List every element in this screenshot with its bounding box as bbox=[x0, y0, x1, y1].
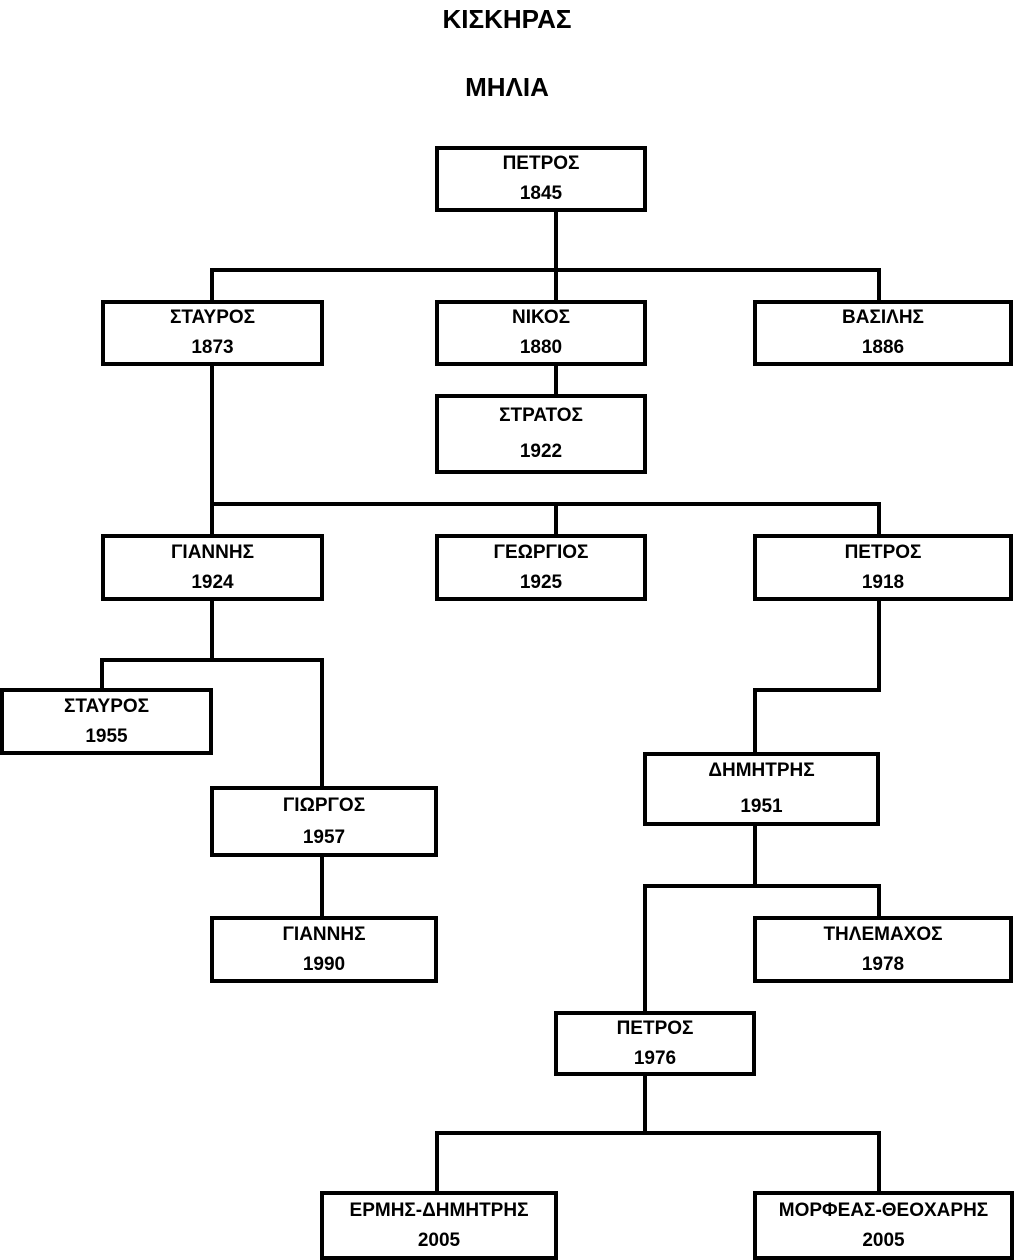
person-box-stavros-1955: ΣΤΑΥΡΟΣ 1955 bbox=[0, 688, 213, 755]
person-year: 1922 bbox=[519, 441, 563, 462]
person-box-giannis-1990: ΓΙΑΝΝΗΣ 1990 bbox=[210, 916, 438, 983]
person-name: ΓΙΑΝΝΗΣ bbox=[171, 541, 254, 563]
person-year: 1957 bbox=[302, 826, 346, 848]
person-box-giannis-1924: ΓΙΑΝΝΗΣ 1924 bbox=[101, 534, 324, 601]
person-name: ΣΤΑΥΡΟΣ bbox=[169, 307, 256, 328]
person-name: ΠΕΤΡΟΣ bbox=[502, 153, 580, 174]
person-name: ΤΗΛΕΜΑΧΟΣ bbox=[823, 923, 943, 945]
person-year: 2005 bbox=[417, 1229, 461, 1251]
person-name: ΣΤΡΑΤΟΣ bbox=[499, 405, 583, 426]
person-year: 1886 bbox=[861, 337, 905, 358]
person-year: 1990 bbox=[302, 953, 346, 975]
person-box-vasilis-1886: ΒΑΣΙΛΗΣ 1886 bbox=[753, 300, 1013, 366]
person-year: 1873 bbox=[191, 337, 234, 358]
person-name: ΜΟΡΦΕΑΣ-ΘΕΟΧΑΡΗΣ bbox=[778, 1199, 989, 1221]
person-box-dimitris-1951: ΔΗΜΗΤΡΗΣ 1951 bbox=[643, 752, 880, 826]
person-name: ΓΙΩΡΓΟΣ bbox=[282, 794, 366, 816]
person-name: ΕΡΜΗΣ-ΔΗΜΗΤΡΗΣ bbox=[349, 1199, 529, 1221]
person-year: 1845 bbox=[519, 183, 563, 204]
person-year: 1955 bbox=[85, 725, 128, 747]
person-name: ΓΕΩΡΓΙΟΣ bbox=[493, 541, 589, 563]
person-name: ΣΤΑΥΡΟΣ bbox=[63, 695, 150, 717]
connector-dimitris bbox=[643, 823, 881, 1015]
person-box-tilemachos-1978: ΤΗΛΕΜΑΧΟΣ 1978 bbox=[753, 916, 1013, 983]
person-year: 1925 bbox=[519, 571, 563, 593]
connector-petros-1976 bbox=[435, 1073, 881, 1195]
person-year: 1978 bbox=[861, 953, 905, 975]
person-year: 1951 bbox=[740, 796, 783, 817]
person-box-petros-1918: ΠΕΤΡΟΣ 1918 bbox=[753, 534, 1013, 601]
person-year: 2005 bbox=[862, 1229, 905, 1251]
connector-giannis-1924 bbox=[100, 598, 324, 790]
person-year: 1924 bbox=[191, 571, 234, 593]
person-year: 1976 bbox=[633, 1047, 677, 1069]
person-name: ΠΕΤΡΟΣ bbox=[616, 1017, 694, 1039]
person-box-giorgos-1957: ΓΙΩΡΓΟΣ 1957 bbox=[210, 786, 438, 857]
person-box-georgios-1925: ΓΕΩΡΓΙΟΣ 1925 bbox=[435, 534, 647, 601]
connector-petros-1918 bbox=[753, 598, 881, 756]
person-name: ΒΑΣΙΛΗΣ bbox=[842, 307, 924, 328]
person-box-petros-1976: ΠΕΤΡΟΣ 1976 bbox=[554, 1011, 756, 1076]
connector-stavros-1873 bbox=[210, 363, 881, 538]
connector-root bbox=[210, 209, 881, 304]
person-box-stavros-1873: ΣΤΑΥΡΟΣ 1873 bbox=[101, 300, 324, 366]
person-name: ΠΕΤΡΟΣ bbox=[844, 541, 922, 563]
person-name: ΓΙΑΝΝΗΣ bbox=[282, 923, 366, 945]
person-year: 1918 bbox=[861, 571, 905, 593]
person-box-stratos-1922: ΣΤΡΑΤΟΣ 1922 bbox=[435, 394, 647, 474]
person-box-morfeas-theocharis-2005: ΜΟΡΦΕΑΣ-ΘΕΟΧΑΡΗΣ 2005 bbox=[753, 1191, 1014, 1260]
family-name-title: ΚΙΣΚΗΡΑΣ bbox=[442, 4, 572, 34]
person-year: 1880 bbox=[519, 337, 563, 358]
village-subtitle: ΜΗΛΙΑ bbox=[465, 72, 549, 102]
person-box-ermis-dimitris-2005: ΕΡΜΗΣ-ΔΗΜΗΤΡΗΣ 2005 bbox=[320, 1191, 558, 1260]
person-box-petros-1845: ΠΕΤΡΟΣ 1845 bbox=[435, 146, 647, 212]
person-name: ΔΗΜΗΤΡΗΣ bbox=[708, 760, 815, 781]
person-name: ΝΙΚΟΣ bbox=[511, 307, 571, 328]
person-box-nikos-1880: ΝΙΚΟΣ 1880 bbox=[435, 300, 647, 366]
